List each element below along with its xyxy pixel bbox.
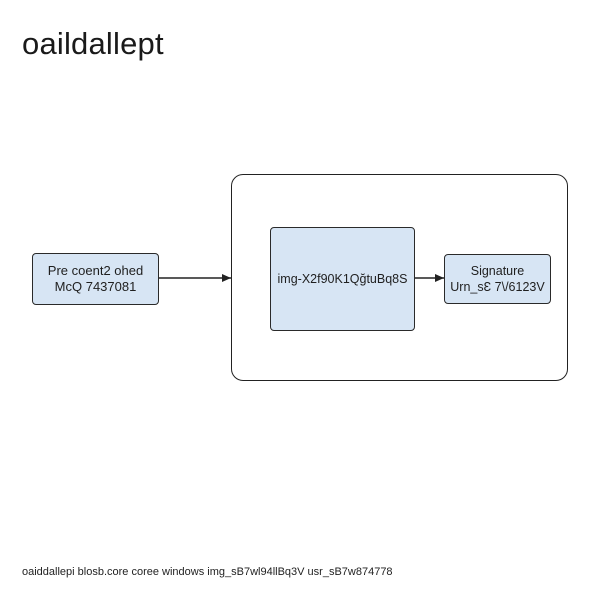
image-node-label: img-X2f90K1QğtuBq8S (277, 272, 408, 286)
signature-node: Signature Urn_sƐ 7\/6123V (444, 254, 551, 304)
source-node-line1: Pre coent2 ohed (47, 263, 144, 278)
diagram-title: oaildallept (22, 26, 164, 61)
source-node-line2: McQ 7437081 (54, 279, 137, 294)
signature-node-line2: Urn_sƐ 7\/6123V (450, 280, 545, 294)
process-container (231, 174, 568, 381)
footer-caption: oaiddallepi blosb.core coree windows img… (22, 566, 393, 578)
signature-node-line1: Signature (470, 264, 525, 278)
image-node: img-X2f90K1QğtuBq8S (270, 227, 415, 331)
source-node: Pre coent2 ohed McQ 7437081 (32, 253, 159, 305)
